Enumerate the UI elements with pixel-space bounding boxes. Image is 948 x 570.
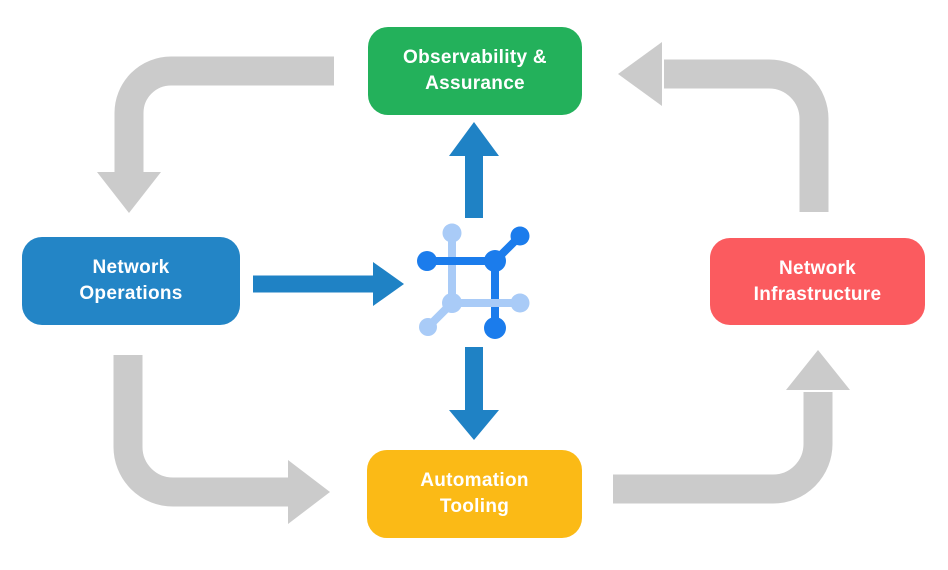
arrow-infrastructure-to-observability — [618, 42, 829, 212]
node-network-infrastructure: Network Infrastructure — [710, 238, 925, 325]
node-label: Automation Tooling — [420, 470, 529, 517]
node-label: Network Operations — [79, 257, 183, 304]
icon-node-bottom — [484, 317, 506, 339]
arrow-shaft — [114, 56, 334, 174]
icon-node-bottom-left — [442, 293, 462, 313]
network-automation-icon — [417, 223, 530, 339]
icon-node-top — [442, 223, 462, 243]
icon-node-top-right — [484, 250, 506, 272]
arrow-automation-to-infrastructure — [613, 350, 850, 504]
node-network-operations: Network Operations — [22, 237, 240, 325]
arrow-shaft — [113, 355, 290, 507]
icon-node-bottom-left-outer — [419, 318, 437, 336]
arrow-shaft — [664, 59, 829, 212]
arrow-head-right-icon — [288, 460, 330, 524]
arrow-head-up-icon — [449, 122, 499, 156]
icon-node-left — [417, 251, 437, 271]
node-automation-tooling: Automation Tooling — [367, 450, 582, 538]
icon-node-right — [510, 293, 530, 313]
node-label: Network Infrastructure — [753, 257, 882, 305]
arrow-head-up-icon — [786, 350, 850, 390]
arrow-shaft — [613, 392, 833, 504]
arrow-operations-to-core — [253, 262, 404, 306]
arrow-head-left-icon — [618, 42, 662, 106]
node-observability-assurance: Observability & Assurance — [368, 27, 582, 115]
arrow-head-right-icon — [373, 262, 404, 306]
node-label: Observability & Assurance — [403, 47, 547, 94]
arrow-core-to-observability — [449, 122, 499, 218]
icon-node-upper-right-outer — [510, 226, 530, 246]
arrow-observability-to-operations — [97, 56, 334, 213]
arrow-operations-to-automation — [113, 355, 330, 524]
arrow-core-to-automation — [449, 347, 499, 440]
arrow-head-down-icon — [449, 410, 499, 440]
arrow-head-down-icon — [97, 172, 161, 213]
